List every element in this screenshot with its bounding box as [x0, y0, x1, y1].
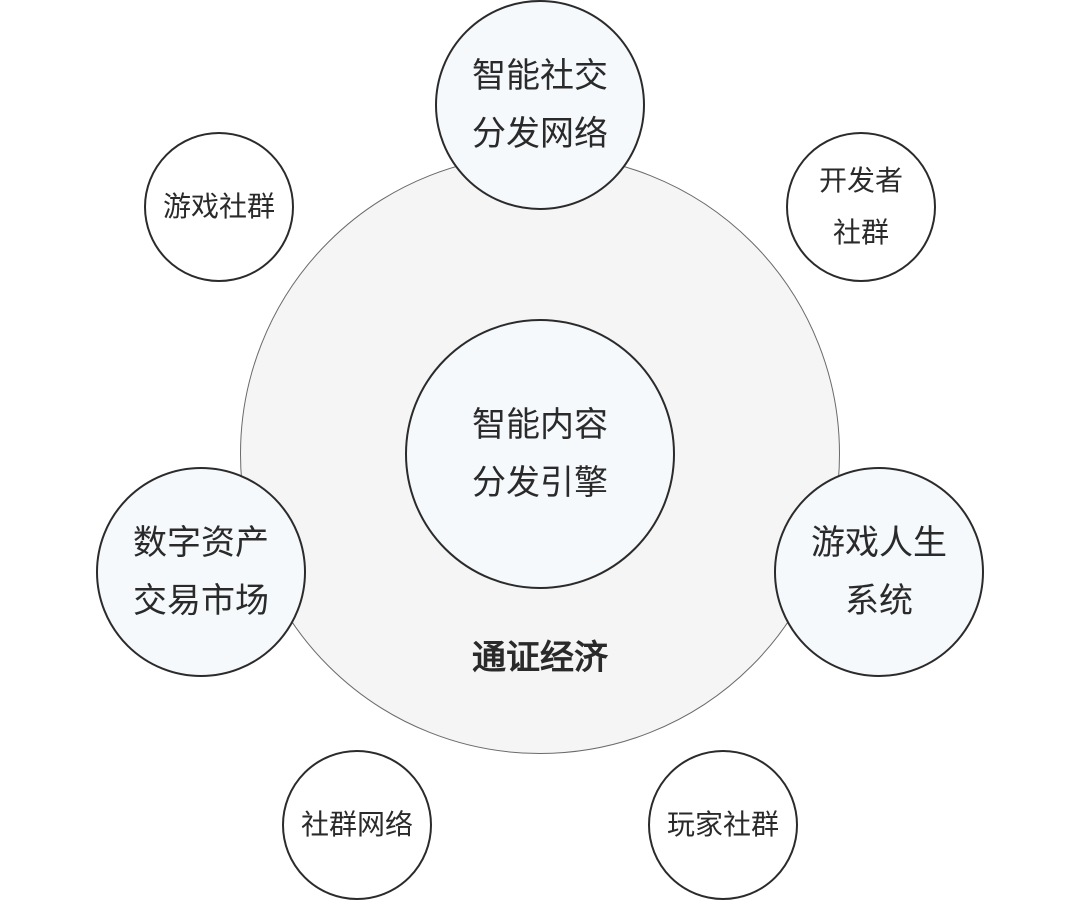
community-network-node: 社群网络 [282, 750, 432, 900]
player-community-node: 玩家社群 [648, 750, 798, 900]
content-engine-node: 智能内容 分发引擎 [405, 319, 675, 589]
developer-community-label-line1: 开发者 [818, 164, 903, 197]
digital-asset-market-node: 数字资产 交易市场 [96, 467, 306, 677]
social-distribution-label-line2: 分发网络 [472, 114, 608, 154]
token-economy-label: 通证经济 [472, 638, 608, 678]
social-distribution-label-line1: 智能社交 [472, 56, 608, 96]
content-engine-label-line2: 分发引擎 [472, 463, 608, 503]
player-community-label: 玩家社群 [666, 808, 779, 841]
game-community-label: 游戏社群 [162, 190, 275, 223]
developer-community-label-line2: 社群 [832, 216, 889, 249]
digital-asset-market-label-line2: 交易市场 [133, 581, 269, 621]
game-life-system-label-line2: 系统 [845, 581, 913, 621]
social-distribution-node: 智能社交 分发网络 [435, 0, 645, 210]
game-life-system-label-line1: 游戏人生 [811, 523, 947, 563]
content-engine-label-line1: 智能内容 [472, 405, 608, 445]
game-life-system-node: 游戏人生 系统 [774, 467, 984, 677]
developer-community-node: 开发者 社群 [786, 132, 936, 282]
community-network-label: 社群网络 [300, 808, 413, 841]
digital-asset-market-label-line1: 数字资产 [133, 523, 269, 563]
game-community-node: 游戏社群 [144, 132, 294, 282]
